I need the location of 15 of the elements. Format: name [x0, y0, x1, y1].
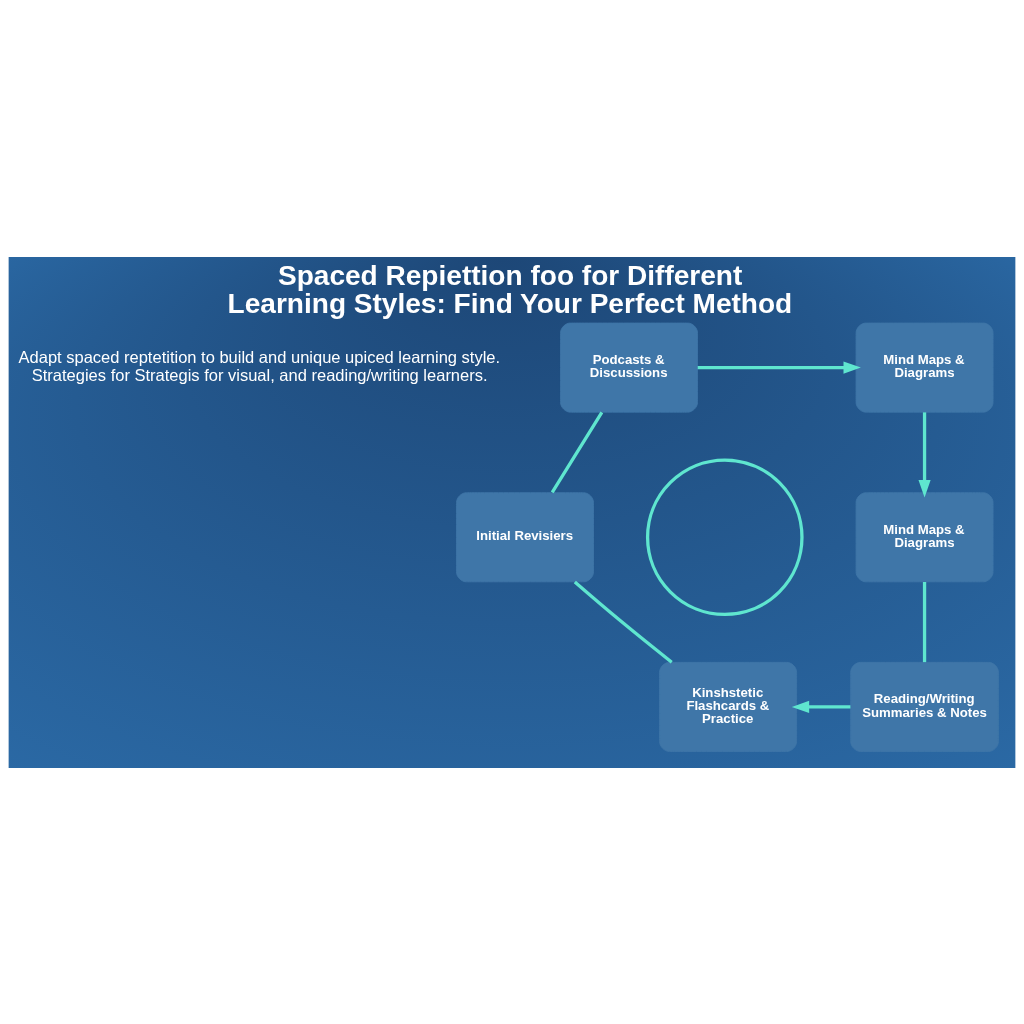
node-box: Initial Revisiers [456, 491, 594, 582]
connector [550, 411, 604, 493]
arrow [697, 361, 861, 374]
label: Adapt spaced reptetition to build and unique upiced learning style. Strategies for Strategis for visual, and reading/writing learners. [18, 347, 501, 384]
diagram-title: Spaced Repiettion foo for Different Learning Styles: Find Your Perfect Method [227, 259, 793, 319]
connector [922, 581, 927, 662]
arrow [791, 700, 851, 713]
node-box: Mind Maps & Diagrams [855, 322, 994, 413]
arrow [918, 411, 931, 497]
node-box: Kinshstetic Flashcards & Practice [659, 661, 797, 752]
connector [573, 580, 673, 663]
node-box: Podcasts & Discussions [560, 322, 698, 413]
node-box: Reading/Writing Summaries & Notes [850, 661, 999, 752]
node-box: Mind Maps & Diagrams [855, 491, 994, 582]
node-circle [645, 457, 804, 616]
